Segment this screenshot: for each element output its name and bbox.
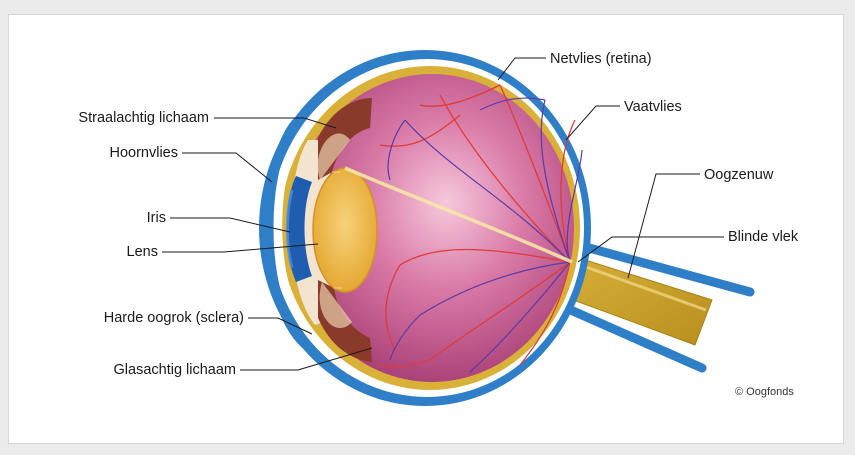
lens: [313, 168, 377, 292]
label-straalachtig-lichaam: Straalachtig lichaam: [78, 109, 209, 127]
label-iris: Iris: [147, 209, 166, 227]
label-vaatvlies: Vaatvlies: [624, 98, 682, 116]
label-blinde-vlek: Blinde vlek: [728, 228, 798, 246]
credit-oogfonds: © Oogfonds: [735, 386, 794, 398]
label-oogzenuw: Oogzenuw: [704, 166, 773, 184]
label-glasachtig-lichaam: Glasachtig lichaam: [114, 361, 237, 379]
label-hoornvlies: Hoornvlies: [110, 144, 179, 162]
label-netvlies: Netvlies (retina): [550, 50, 652, 68]
label-harde-oogrok: Harde oogrok (sclera): [104, 309, 244, 327]
label-lens: Lens: [127, 243, 158, 261]
